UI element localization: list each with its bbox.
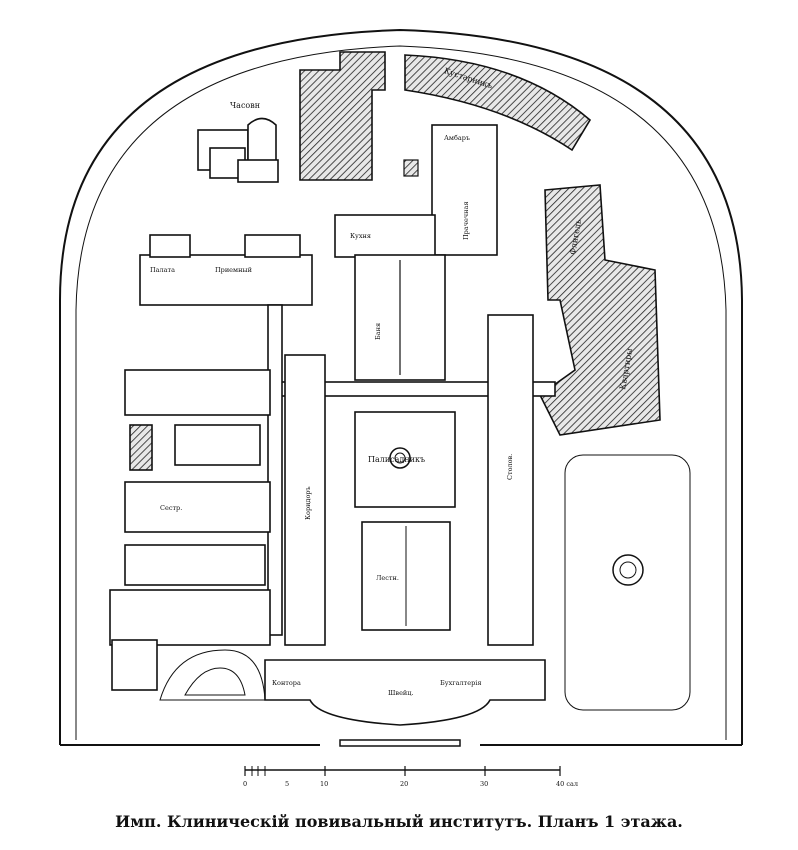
scale-tick-0: 0	[243, 780, 247, 788]
garden-fountain	[612, 554, 644, 586]
scale-tick-10: 10	[320, 780, 328, 788]
east-garden	[564, 454, 691, 711]
southwest-tower	[111, 639, 158, 691]
label-stair: Лестн.	[376, 574, 399, 582]
left-wing-2	[124, 481, 271, 533]
scale-tick-30: 30	[480, 780, 488, 788]
scale-bar: 0 5 10 20 30 40 сал	[243, 766, 578, 788]
left-courtyard-1	[174, 424, 261, 466]
label-laundry: Прачечная	[462, 202, 470, 240]
chapel-group: Часовн	[197, 101, 279, 183]
label-wing-2: Приемный	[215, 266, 252, 274]
label-dining: Столов.	[506, 454, 514, 480]
west-long-wing	[284, 354, 326, 646]
east-wing	[487, 314, 534, 646]
outer-wall	[59, 28, 743, 745]
southwest-arch	[159, 649, 266, 701]
laundry-building	[431, 124, 498, 256]
southwest-block	[109, 589, 271, 646]
label-office: Контора	[272, 679, 301, 687]
left-courtyard-2	[124, 544, 266, 586]
label-barn: Амбаръ	[444, 134, 470, 142]
scale-tick-5: 5	[285, 780, 289, 788]
hatched-building-right	[538, 184, 661, 436]
scale-tick-20: 20	[400, 780, 408, 788]
south-front-building	[264, 659, 546, 726]
label-lobby: Швейц.	[388, 689, 414, 697]
label-center: Палисадникъ	[368, 455, 425, 464]
label-wing-1: Палата	[150, 266, 175, 274]
small-structure	[403, 159, 419, 177]
hatched-building-top-right	[404, 54, 592, 152]
label-kitchen: Кухня	[350, 232, 371, 240]
label-accounts: Бухгалтерія	[440, 679, 481, 687]
label-bath: Баня	[374, 323, 382, 340]
scale-tick-40: 40 сал	[556, 780, 578, 788]
plan-caption: Имп. Клиническій повивальный институтъ. …	[115, 812, 683, 831]
kitchen-building	[334, 214, 436, 258]
gate	[339, 739, 461, 747]
label-corridor: Коридоръ	[304, 486, 312, 520]
left-hatched-small	[129, 424, 153, 471]
inner-wall	[75, 45, 727, 740]
hatched-building-top-left	[299, 51, 386, 181]
label-chapel: Часовн	[230, 101, 260, 110]
left-wing-1	[124, 369, 271, 416]
west-vertical-corridor	[267, 304, 283, 636]
top-left-block	[139, 254, 313, 306]
label-small-left: Сестр.	[160, 504, 182, 512]
